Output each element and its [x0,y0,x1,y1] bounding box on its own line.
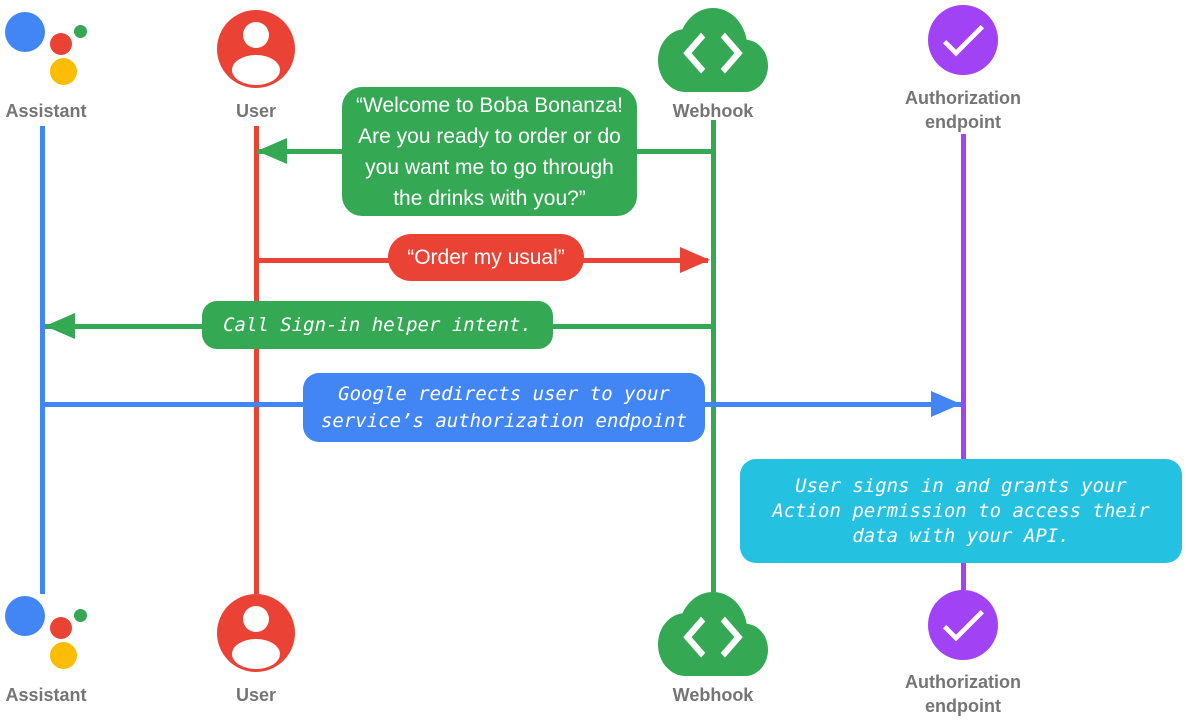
arrow-right-icon [680,247,710,273]
user-label: User [235,101,277,121]
assistant-label: Assistant [5,685,87,705]
message-line: Call Sign-in helper intent. [223,314,532,336]
arrow-right-icon [931,391,961,417]
redirect-bubble: Google redirects user to your service’s … [303,373,705,442]
user-body-shape [232,55,280,85]
webhook-label: Webhook [672,685,754,705]
assistant-icon [0,584,90,674]
assistant-yellow-circle [50,58,77,85]
message-line: you want me to go through [365,155,614,179]
assistant-icon [0,0,90,90]
auth-endpoint-label: Authorization endpoint [888,86,1038,134]
signin-helper-bubble: Call Sign-in helper intent. [202,301,553,349]
auth-label-line1: Authorization [905,672,1021,692]
assistant-yellow-circle [50,642,77,669]
message-line: Action permission to access their [772,499,1150,522]
auth-endpoint-label: Authorization endpoint [888,670,1038,718]
user-head-shape [243,606,269,632]
auth-label-line2: endpoint [925,696,1001,716]
code-brackets-icon [683,616,743,658]
code-brackets-icon [683,32,743,74]
assistant-red-circle [50,617,72,639]
auth-label-line2: endpoint [925,112,1001,132]
user-icon [217,594,295,672]
message-line: Are you ready to order or do [358,124,621,148]
webhook-cloud-icon [658,592,768,676]
assistant-lifeline [40,126,45,594]
welcome-message-bubble: “Welcome to Boba Bonanza! Are you ready … [342,87,637,216]
assistant-blue-circle [5,12,45,52]
assistant-green-circle [74,25,87,38]
arrow-left-icon [45,313,75,339]
auth-endpoint-icon [928,590,998,660]
auth-endpoint-lifeline [961,134,966,590]
user-body-shape [232,639,280,669]
cloud-shape [658,8,768,92]
webhook-label: Webhook [672,101,754,121]
message-line: service’s authorization endpoint [320,409,688,432]
webhook-lifeline [711,120,716,592]
user-label: User [235,685,277,705]
order-message-bubble: “Order my usual” [388,234,584,281]
auth-label-line1: Authorization [905,88,1021,108]
assistant-red-circle [50,33,72,55]
arrow-left-icon [257,138,287,164]
assistant-blue-circle [5,596,45,636]
checkmark-icon [942,25,984,57]
message-line: “Order my usual” [407,246,565,269]
message-line: the drinks with you?” [393,186,586,210]
auth-endpoint-icon [928,5,998,75]
cloud-shape [658,592,768,676]
message-line: “Welcome to Boba Bonanza! [356,93,623,117]
assistant-label: Assistant [5,101,87,121]
message-line: Google redirects user to your [338,382,670,405]
user-head-shape [243,22,269,48]
user-lifeline [254,126,259,594]
message-line: data with your API. [852,524,1070,547]
message-line: User signs in and grants your [795,474,1127,497]
checkmark-icon [942,610,984,642]
grant-permission-bubble: User signs in and grants your Action per… [740,459,1182,563]
webhook-cloud-icon [658,8,768,92]
assistant-green-circle [74,609,87,622]
user-icon [217,10,295,88]
